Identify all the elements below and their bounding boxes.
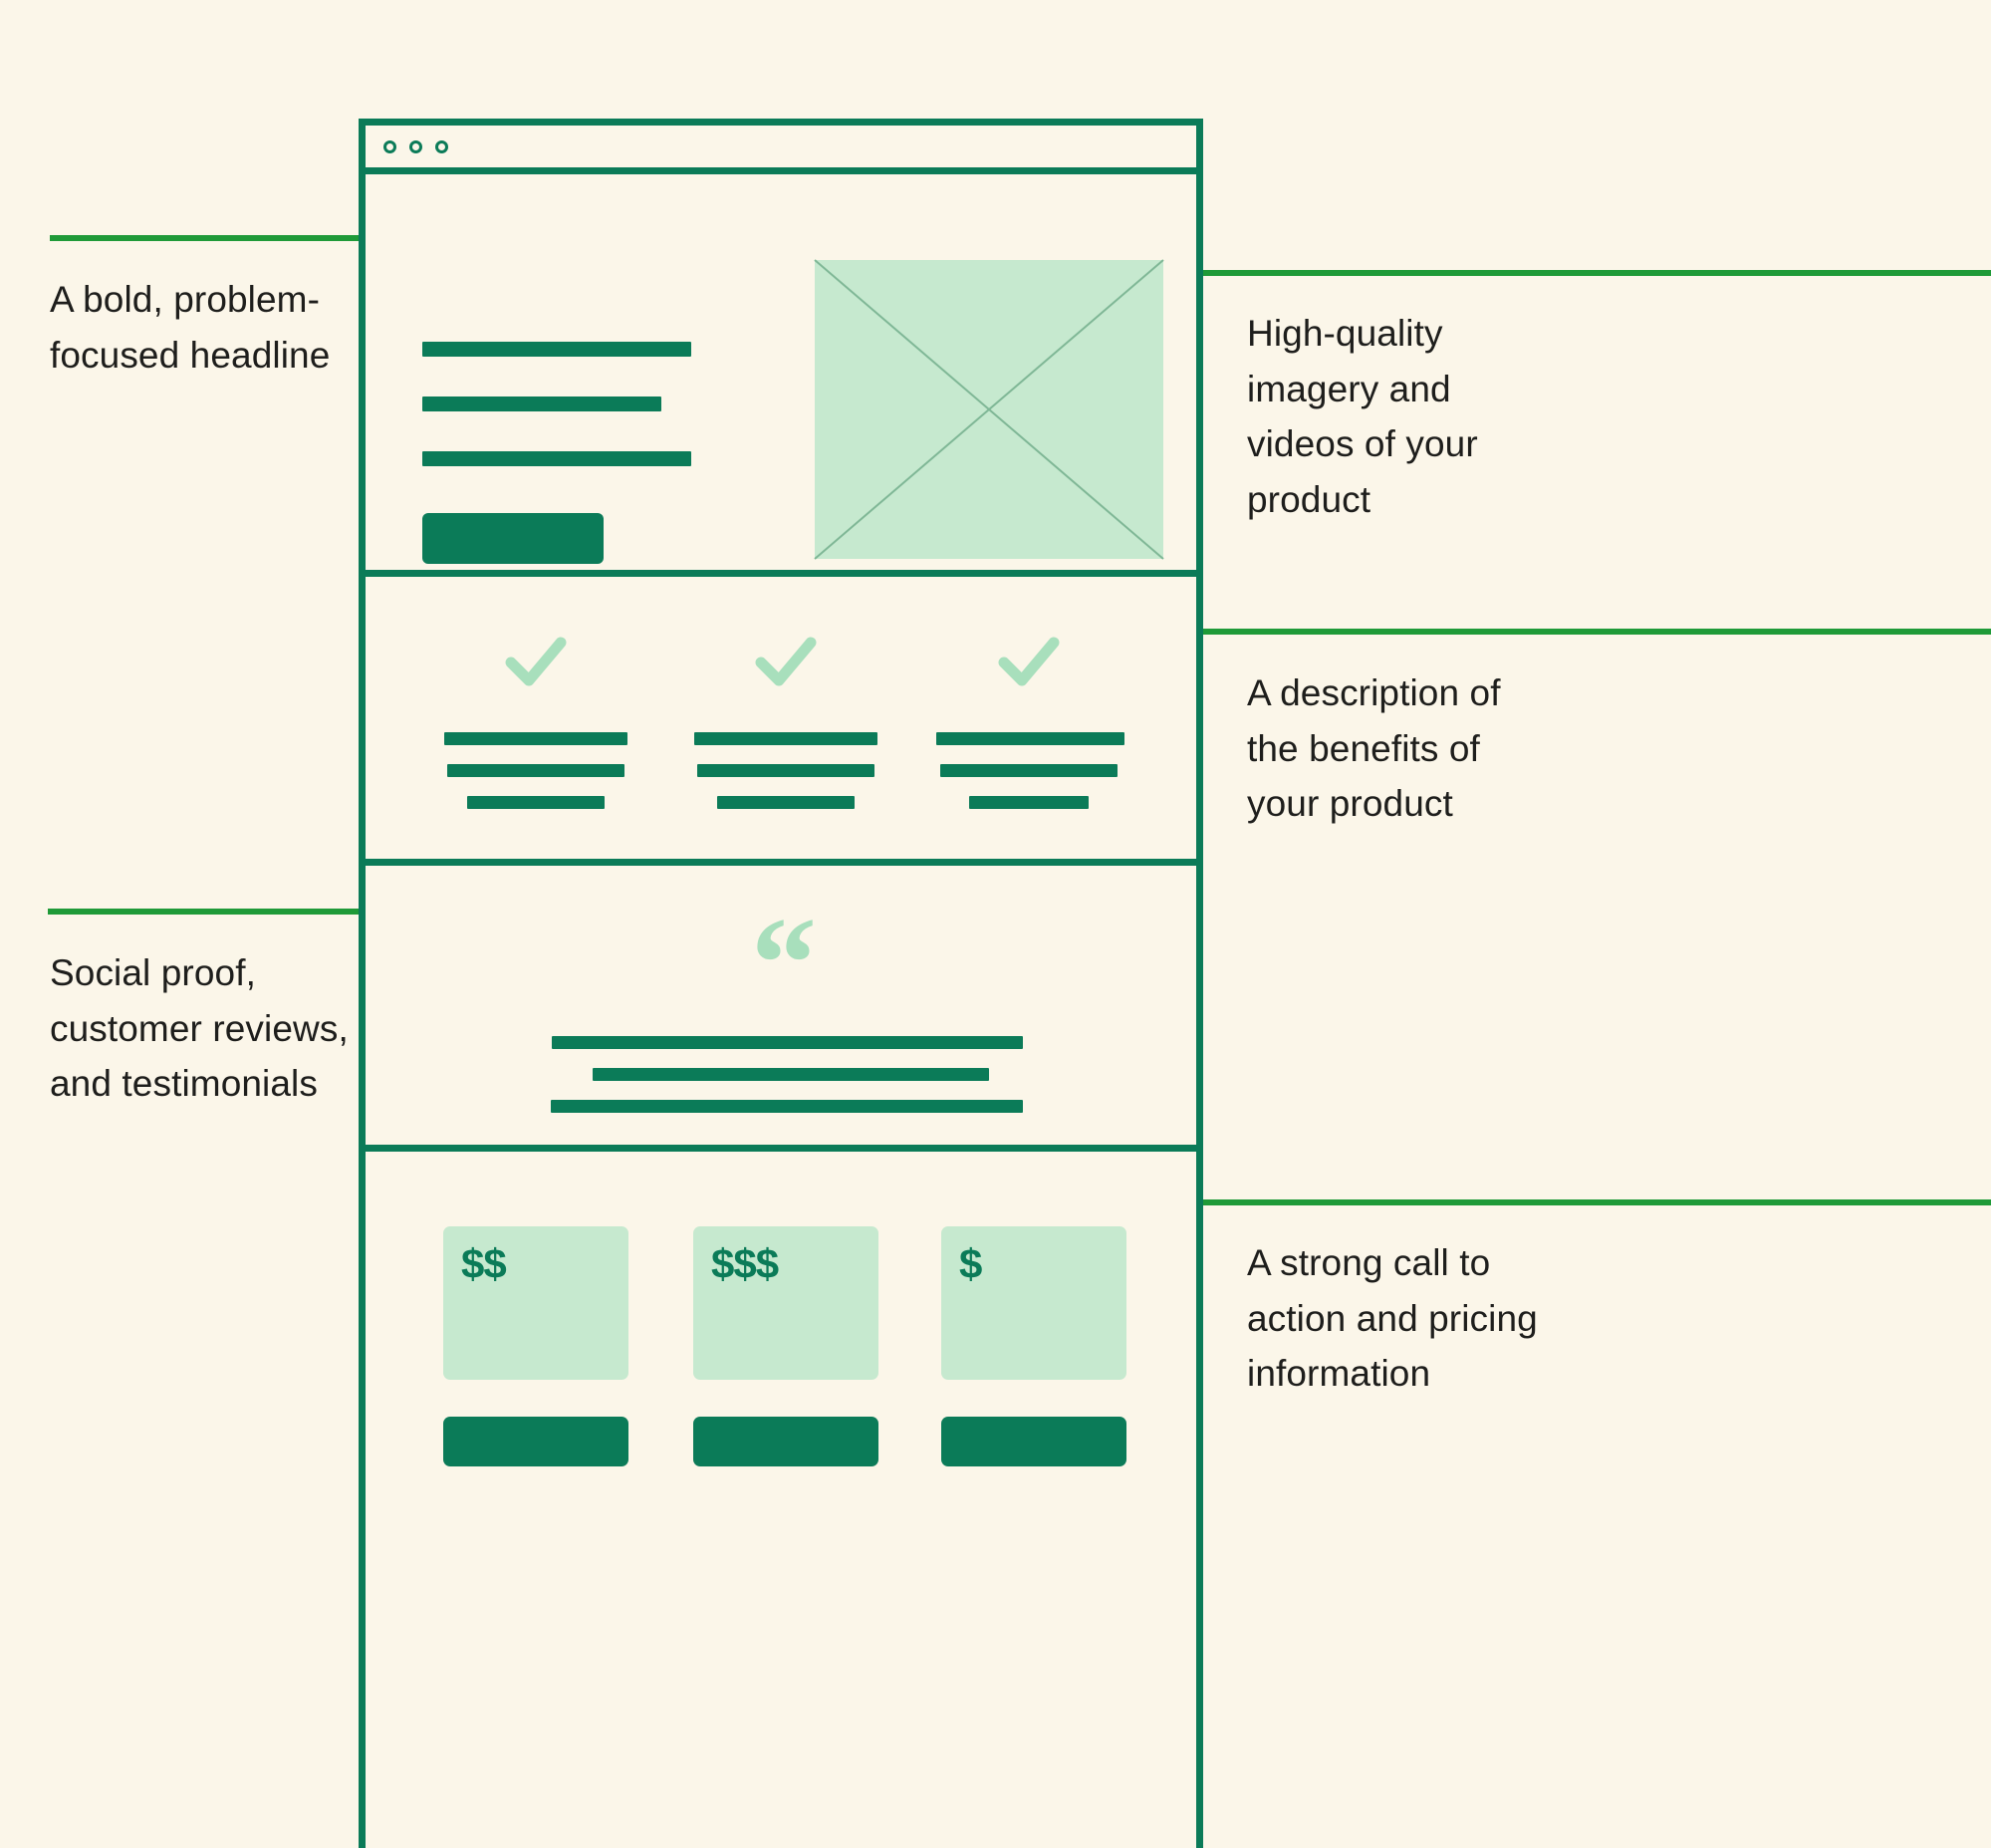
annotation-line: the benefits of — [1247, 727, 1480, 769]
benefit-column — [936, 637, 1124, 828]
benefit-text-bar — [969, 796, 1089, 809]
benefit-text-bar — [717, 796, 855, 809]
annotation-line: imagery and — [1247, 368, 1451, 409]
social-proof-annotation: Social proof, customer reviews, and test… — [50, 945, 378, 1112]
testimonial-text-bar — [551, 1100, 1023, 1113]
quote-mark-icon: “ — [751, 890, 817, 1036]
testimonial-text-bar — [593, 1068, 989, 1081]
hero-headline-placeholder — [422, 342, 691, 506]
pricing-cta-button[interactable] — [443, 1417, 628, 1466]
browser-window-mock: “ $$ $$$ $ — [359, 119, 1203, 1848]
window-dot-icon[interactable] — [409, 139, 422, 153]
annotation-line: product — [1247, 478, 1371, 520]
annotation-line: A description of — [1247, 672, 1501, 713]
pricing-cta-button[interactable] — [941, 1417, 1126, 1466]
benefit-text-bar — [697, 764, 874, 777]
benefit-text-bar — [447, 764, 624, 777]
benefit-text-bar — [694, 732, 877, 745]
hero-image-placeholder — [814, 259, 1164, 560]
annotation-line: customer reviews, — [50, 1007, 349, 1049]
window-dot-icon[interactable] — [435, 139, 448, 153]
cta-annotation: A strong call to action and pricing info… — [1247, 1235, 1606, 1402]
annotation-line: and testimonials — [50, 1063, 318, 1104]
annotation-line: A bold, problem- — [50, 279, 321, 320]
annotation-line: videos of your — [1247, 423, 1478, 464]
benefits-section — [366, 577, 1196, 866]
check-icon — [755, 637, 817, 686]
check-icon — [505, 637, 567, 686]
pricing-card[interactable]: $ — [941, 1226, 1126, 1380]
annotation-line: A strong call to — [1247, 1242, 1491, 1283]
headline-bar — [422, 396, 661, 411]
headline-bar — [422, 451, 691, 466]
benefit-column — [443, 637, 628, 828]
annotation-line: your product — [1247, 783, 1453, 824]
pricing-tier-label: $$ — [461, 1240, 507, 1287]
pricing-tier-label: $ — [959, 1240, 982, 1287]
benefits-annotation: A description of the benefits of your pr… — [1247, 665, 1586, 832]
benefit-text-bar — [940, 764, 1118, 777]
testimonial-text-bar — [552, 1036, 1023, 1049]
pricing-section: $$ $$$ $ — [366, 1152, 1196, 1550]
image-placeholder-cross-icon — [814, 259, 1164, 560]
check-icon — [998, 637, 1060, 686]
pricing-card[interactable]: $$$ — [693, 1226, 878, 1380]
annotation-line: information — [1247, 1353, 1431, 1394]
annotation-line: action and pricing — [1247, 1297, 1538, 1339]
hero-cta-button[interactable] — [422, 513, 604, 564]
headline-bar — [422, 342, 691, 357]
annotation-line: Social proof, — [50, 952, 256, 993]
annotation-line: focused headline — [50, 334, 331, 376]
window-dot-icon[interactable] — [383, 139, 396, 153]
pricing-cta-button[interactable] — [693, 1417, 878, 1466]
annotation-line: High-quality — [1247, 313, 1443, 354]
benefit-text-bar — [444, 732, 627, 745]
benefit-text-bar — [467, 796, 605, 809]
pricing-tier-label: $$$ — [711, 1240, 779, 1287]
testimonial-section: “ — [366, 866, 1196, 1152]
benefit-text-bar — [936, 732, 1124, 745]
browser-title-bar — [366, 126, 1196, 174]
pricing-card[interactable]: $$ — [443, 1226, 628, 1380]
benefit-column — [693, 637, 878, 828]
hero-section — [366, 174, 1196, 577]
imagery-annotation: High-quality imagery and videos of your … — [1247, 306, 1586, 527]
headline-annotation: A bold, problem- focused headline — [50, 272, 349, 383]
